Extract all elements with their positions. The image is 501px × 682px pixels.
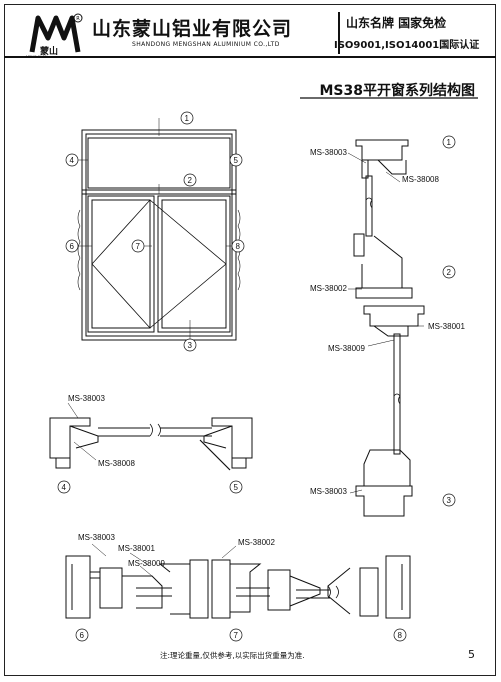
label-ms38008-v: MS-38008 <box>402 175 439 184</box>
section-marker: 8 <box>398 631 403 640</box>
section-marker: 3 <box>447 496 452 505</box>
svg-text:R: R <box>76 16 80 22</box>
logo-text: 蒙山 <box>40 47 59 57</box>
marker-7: 7 <box>136 242 141 251</box>
section-marker: 2 <box>447 268 452 277</box>
company-name-en: SHANDONG MENGSHAN ALUMINIUM CO.,LTD <box>132 41 280 48</box>
horizontal-section-6-7-8 <box>65 543 411 619</box>
marker-4: 4 <box>70 156 75 165</box>
marker-1: 1 <box>185 114 190 123</box>
horizontal-markers-4-5: 4 5 <box>57 480 243 494</box>
label-ms38003-h2: MS-38003 <box>78 533 115 542</box>
marker-8: 8 <box>236 242 241 251</box>
label-ms38001-h: MS-38001 <box>118 544 155 553</box>
label-ms38003-top: MS-38003 <box>310 148 347 157</box>
vertical-section-markers: 1 2 3 <box>442 135 456 507</box>
label-ms38002-h: MS-38002 <box>238 538 275 547</box>
section-marker: 5 <box>234 483 239 492</box>
brand-slogan: 山东名牌 国家免检 <box>346 16 447 30</box>
label-ms38003-h: MS-38003 <box>68 394 105 403</box>
header-divider <box>338 12 340 54</box>
marker-3: 3 <box>188 341 193 350</box>
section-marker: 6 <box>80 631 85 640</box>
window-elevation <box>77 118 241 341</box>
certification: ISO9001,ISO14001国际认证 <box>334 40 480 51</box>
vertical-section <box>347 139 425 517</box>
company-name-cn: 山东蒙山铝业有限公司 <box>92 18 293 40</box>
logo-sub-text: MENG SHAN <box>26 55 48 59</box>
company-logo-icon: R <box>29 13 83 53</box>
horizontal-markers-6-7-8: 6 7 8 <box>75 628 407 642</box>
label-ms38009-h: MS-38009 <box>128 559 165 568</box>
page-title: MS38平开窗系列结构图 <box>319 83 476 99</box>
section-marker: 7 <box>234 631 239 640</box>
horizontal-section-4-5 <box>49 402 253 471</box>
page-frame <box>4 4 496 676</box>
section-marker: 1 <box>447 138 452 147</box>
marker-5: 5 <box>234 156 239 165</box>
weight-note: 注:理论重量,仅供参考,以实际出货重量为准. <box>160 651 305 660</box>
marker-2: 2 <box>188 176 193 185</box>
header: R 山东蒙山铝业有限公司 SHANDONG MENGSHAN ALUMINIUM… <box>4 4 496 58</box>
elevation-markers: 1 4 5 2 6 7 8 3 <box>65 111 245 352</box>
label-ms38003-bottom: MS-38003 <box>310 487 347 496</box>
marker-6: 6 <box>70 242 75 251</box>
section-marker: 4 <box>62 483 67 492</box>
label-ms38001-v: MS-38001 <box>428 322 465 331</box>
label-ms38008-h: MS-38008 <box>98 459 135 468</box>
label-ms38009-v: MS-38009 <box>328 344 365 353</box>
label-ms38002-v: MS-38002 <box>310 284 347 293</box>
page-number: 5 <box>468 648 475 661</box>
